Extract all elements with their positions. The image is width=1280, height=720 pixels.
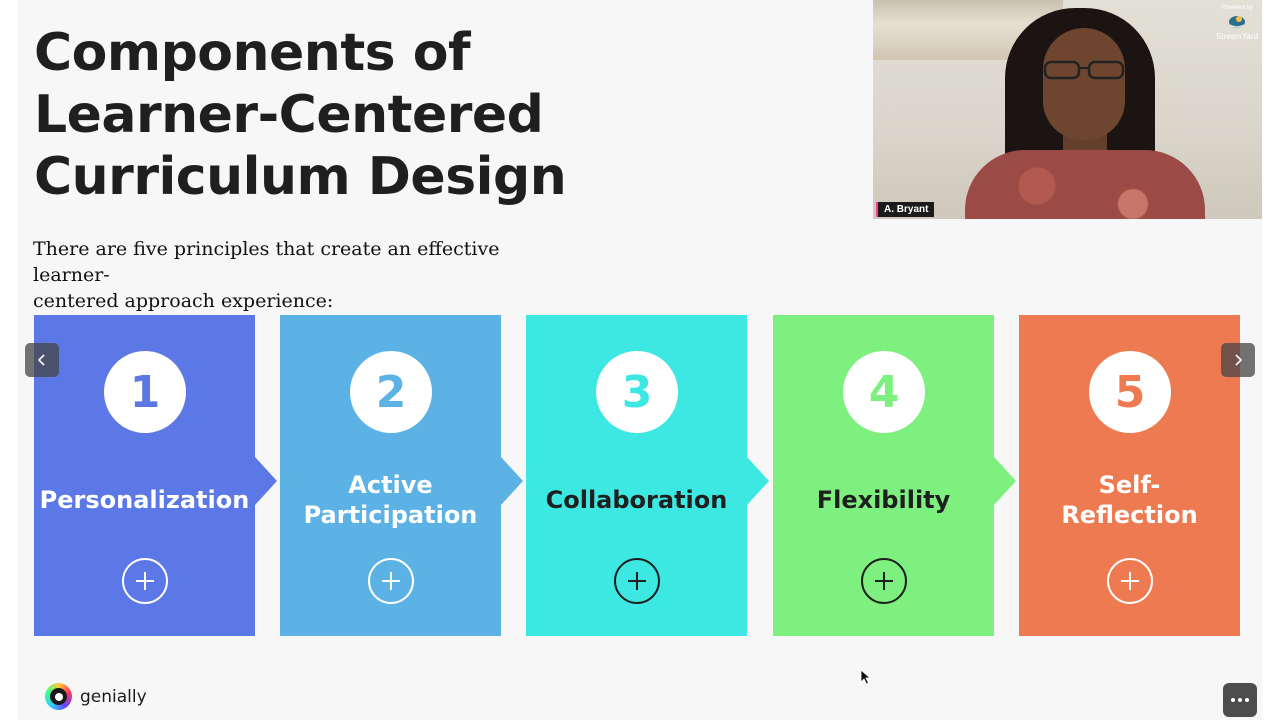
chevron-right-icon — [1235, 354, 1243, 366]
principle-label: Collaboration — [526, 455, 747, 545]
plus-icon — [628, 572, 646, 590]
principle-number-badge: 2 — [350, 351, 432, 433]
intro-line-1: There are five principles that create an… — [33, 238, 500, 286]
principle-label-line-2: Reflection — [1061, 501, 1198, 529]
principle-card-1: 1 Personalization — [34, 315, 277, 636]
plus-icon — [875, 572, 893, 590]
plus-icon — [382, 572, 400, 590]
principle-label-line-2: Participation — [303, 501, 478, 529]
title-line-1: Components of — [34, 23, 471, 83]
glasses-icon — [1043, 60, 1125, 80]
principle-number: 4 — [868, 366, 900, 418]
webcam-overlay: A. Bryant Powered by StreamYard — [873, 0, 1262, 219]
principle-number-badge: 4 — [843, 351, 925, 433]
principle-number-badge: 1 — [104, 351, 186, 433]
more-horizontal-icon — [1231, 698, 1249, 702]
title-line-2: Learner-Centered — [34, 85, 544, 145]
principle-number: 5 — [1114, 366, 1146, 418]
principle-number-badge: 3 — [596, 351, 678, 433]
principle-label: Personalization — [34, 455, 255, 545]
expand-plus-button[interactable] — [1107, 558, 1153, 604]
expand-plus-button[interactable] — [122, 558, 168, 604]
genially-branding[interactable]: genially — [45, 683, 147, 710]
presenter-shirt — [965, 150, 1205, 219]
powered-by-text: Powered by — [1221, 5, 1253, 11]
mouse-cursor-icon — [860, 669, 872, 685]
principle-label-line-1: Active — [348, 471, 433, 499]
expand-plus-button[interactable] — [614, 558, 660, 604]
principle-label-line-1: Flexibility — [816, 486, 951, 514]
participant-name-tag: A. Bryant — [876, 202, 935, 217]
principle-label: Self-Reflection — [1019, 455, 1240, 545]
principle-number: 3 — [621, 366, 653, 418]
principle-number-badge: 5 — [1089, 351, 1171, 433]
principle-label: Flexibility — [773, 455, 994, 545]
connector-arrow — [747, 457, 769, 505]
chevron-left-icon — [37, 354, 45, 366]
intro-line-2: centered approach experience: — [33, 290, 334, 312]
service-name: StreamYard — [1215, 32, 1258, 41]
next-slide-button[interactable] — [1221, 343, 1255, 377]
expand-plus-button[interactable] — [368, 558, 414, 604]
principle-card-3: 3 Collaboration — [526, 315, 769, 636]
principle-number: 2 — [375, 366, 407, 418]
genially-logo-icon — [45, 683, 72, 710]
connector-arrow — [255, 457, 277, 505]
principle-card-5: 5 Self-Reflection — [1019, 315, 1240, 636]
streamyard-logo-icon — [1228, 16, 1245, 28]
more-options-button[interactable] — [1223, 683, 1257, 717]
previous-slide-button[interactable] — [25, 343, 59, 377]
principle-number: 1 — [129, 366, 161, 418]
plus-icon — [136, 572, 154, 590]
intro-text: There are five principles that create an… — [33, 236, 573, 314]
streamyard-badge: Powered by StreamYard — [1216, 4, 1258, 41]
connector-arrow — [994, 457, 1016, 505]
slide-title: Components of Learner-Centered Curriculu… — [34, 22, 634, 208]
connector-arrow — [501, 457, 523, 505]
principle-label-line-1: Personalization — [39, 486, 250, 514]
title-line-3: Curriculum Design — [34, 147, 567, 207]
principle-label-line-1: Collaboration — [545, 486, 728, 514]
brand-name: genially — [80, 686, 147, 707]
principle-label-line-1: Self- — [1098, 471, 1161, 499]
presenter-face — [1043, 28, 1125, 140]
plus-icon — [1121, 572, 1139, 590]
principle-card-4: 4 Flexibility — [773, 315, 1016, 636]
expand-plus-button[interactable] — [861, 558, 907, 604]
